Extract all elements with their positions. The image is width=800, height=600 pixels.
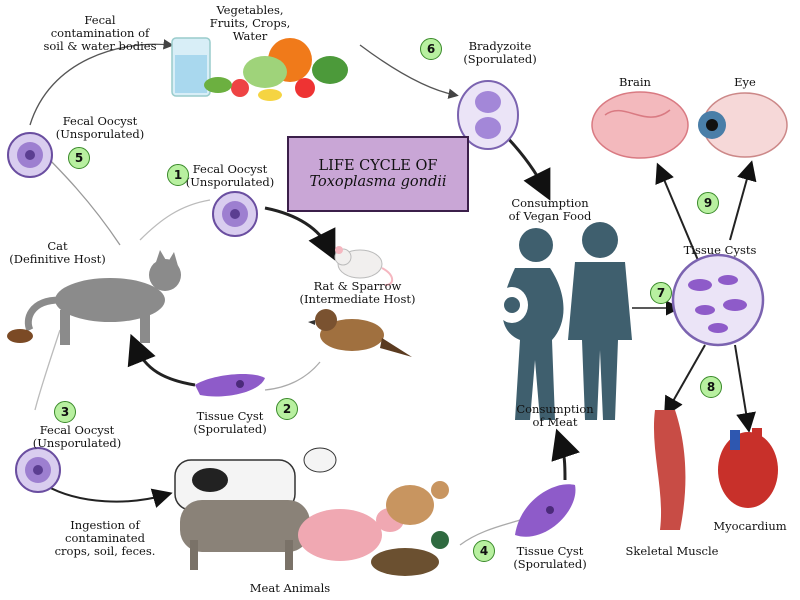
brain-illustration — [591, 91, 689, 159]
vegetables-illustration — [171, 37, 348, 101]
label-rat-sparrow: Rat & Sparrow (Intermediate Host) — [299, 279, 416, 306]
step-badge-8: 8 — [700, 376, 722, 398]
label-bradyzoite: Bradyzoite (Sporulated) — [463, 39, 537, 66]
arrow-cysts-to-muscle — [664, 344, 706, 417]
label-meat-animals: Meat Animals — [249, 581, 331, 595]
label-consumption-meat: Consumption of Meat — [516, 402, 594, 429]
bradyzoite-illustration — [457, 80, 519, 150]
step-badge-6: 6 — [420, 38, 442, 60]
step-badge-1: 1 — [167, 164, 189, 186]
step-badge-2: 2 — [276, 398, 298, 420]
arrow-cyst4-to-human — [551, 428, 580, 481]
arrow-cat-to-oocyst1 — [139, 199, 211, 241]
heart-illustration — [718, 428, 778, 508]
rat-illustration — [334, 246, 394, 286]
arrow-cysts-to-brain — [655, 162, 701, 266]
label-tissue-cyst-2: Tissue Cyst (Sporulated) — [193, 409, 267, 436]
label-cat: Cat (Definitive Host) — [9, 239, 106, 266]
oocyst-1-illustration — [212, 191, 258, 237]
arrow-cyst2-to-cat — [127, 333, 196, 387]
arrow-cat-to-oocyst3 — [34, 329, 61, 411]
label-tissue-cysts: Tissue Cysts — [683, 243, 757, 257]
label-skeletal-muscle: Skeletal Muscle — [625, 544, 719, 558]
tissue-cyst-4-illustration — [515, 484, 576, 537]
step-badge-4: 4 — [473, 540, 495, 562]
title-line2: Toxoplasma gondii — [309, 174, 447, 190]
arrow-oocyst5-to-vegetables — [29, 39, 174, 126]
arrow-sparrow-to-cyst2 — [264, 361, 321, 391]
arrow-oocyst3-to-animals — [44, 484, 173, 508]
label-fecal-oocyst-5: Fecal Oocyst (Unsporulated) — [55, 114, 145, 141]
sparrow-illustration — [308, 309, 412, 357]
arrow-cysts-to-eye — [729, 160, 757, 241]
label-fecal-oocyst-1: Fecal Oocyst (Unsporulated) — [185, 162, 275, 189]
label-fecal-contamination: Fecal contamination of soil & water bodi… — [43, 13, 157, 53]
arrow-oocyst1-to-rat — [264, 206, 336, 261]
step-badge-7: 7 — [650, 282, 672, 304]
step-badge-9: 9 — [697, 192, 719, 214]
title-line1: LIFE CYCLE OF — [318, 158, 438, 174]
step-badge-5: 5 — [68, 147, 90, 169]
label-ingestion: Ingestion of contaminated crops, soil, f… — [54, 518, 156, 558]
meat-animals-illustration — [174, 447, 449, 576]
humans-illustration — [496, 222, 632, 420]
cat-illustration — [7, 250, 181, 345]
arrow-cysts-to-heart — [734, 344, 756, 433]
label-fecal-oocyst-3: Fecal Oocyst (Unsporulated) — [32, 423, 122, 450]
arrow-animals-to-cyst4 — [459, 519, 521, 546]
label-vegetables: Vegetables, Fruits, Crops, Water — [209, 3, 291, 43]
oocyst-3-illustration — [15, 447, 61, 493]
label-tissue-cyst-4: Tissue Cyst (Sporulated) — [513, 544, 587, 571]
tissue-cysts-illustration — [671, 253, 765, 347]
step-badge-3: 3 — [54, 401, 76, 423]
label-eye: Eye — [734, 75, 756, 89]
label-myocardium: Myocardium — [713, 519, 787, 533]
oocyst-5-illustration — [7, 132, 53, 178]
label-brain: Brain — [619, 75, 651, 89]
eye-illustration — [698, 92, 788, 158]
label-consumption-vegan: Consumption of Vegan Food — [508, 196, 592, 223]
tissue-cyst-2-illustration — [195, 374, 265, 397]
title-box: LIFE CYCLE OF Toxoplasma gondii — [287, 136, 469, 212]
skeletal-muscle-illustration — [653, 410, 686, 530]
arrow-vegetables-to-bradyzoite — [359, 44, 459, 99]
